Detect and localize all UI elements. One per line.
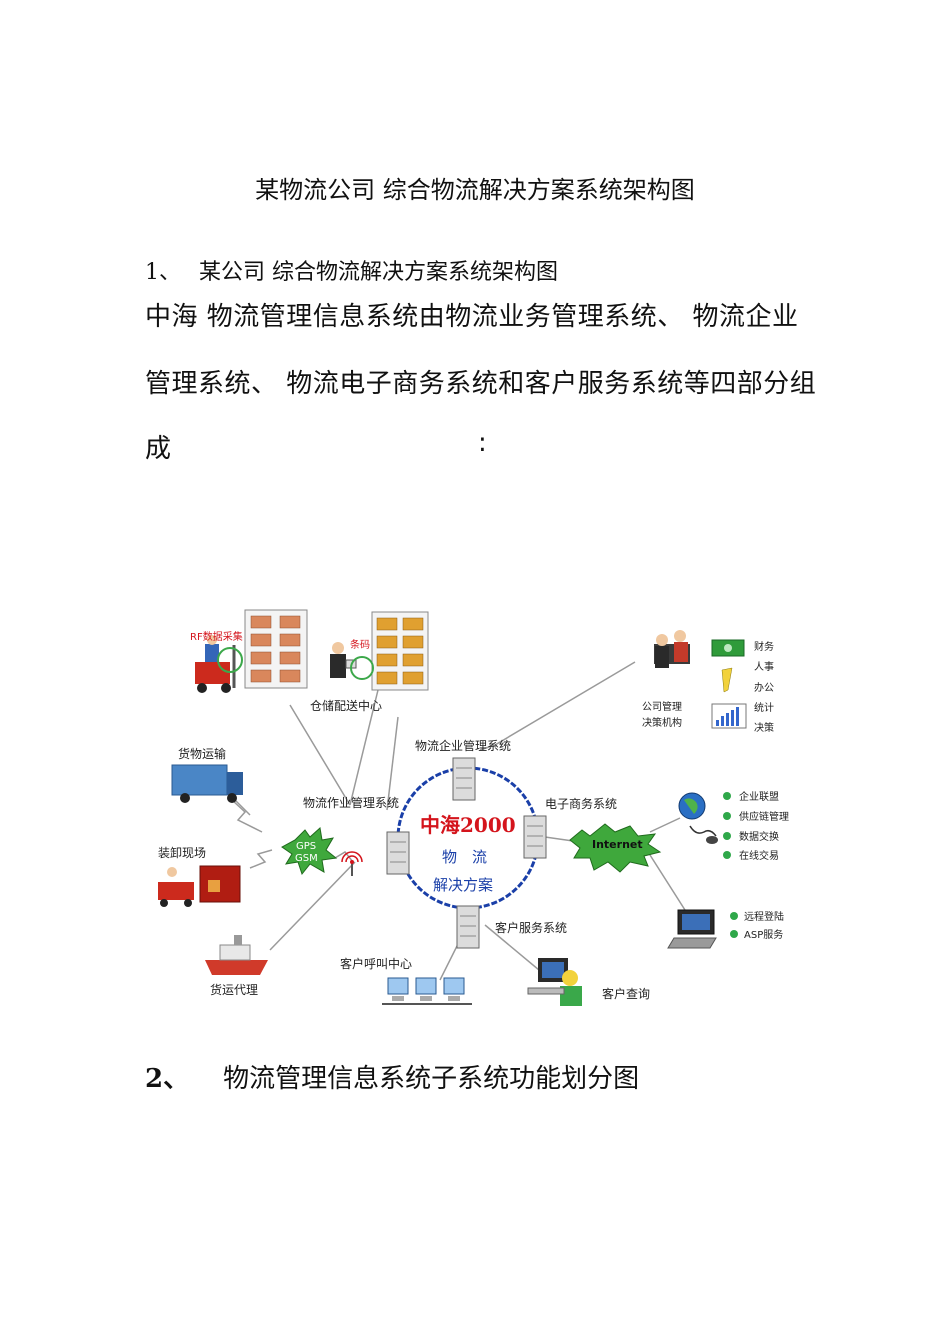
section-2-heading: 2、 物流管理信息系统子系统功能划分图	[145, 1058, 639, 1095]
globe-icon	[679, 793, 718, 844]
stats-chart-icon	[712, 704, 746, 728]
center-brand: 中海2000	[420, 813, 516, 837]
gps-label: GPS	[296, 841, 316, 852]
customer-query-label: 客户查询	[602, 986, 650, 1001]
loading-site-icon	[158, 866, 240, 907]
remote-item-asp: ASP服务	[744, 928, 783, 941]
laptop-icon	[668, 910, 716, 948]
remote-item-login: 远程登陆	[744, 910, 784, 923]
section-2-number: 2、	[145, 1064, 189, 1094]
server-operations-icon	[387, 832, 409, 874]
line-internet-globe	[650, 818, 680, 832]
loading-site-label: 装卸现场	[158, 845, 206, 860]
freight-agent-label: 货运代理	[210, 982, 258, 997]
ecommerce-item-online-trade: 在线交易	[739, 849, 779, 862]
warehouse-shelf-left	[245, 610, 307, 688]
internet-label: Internet	[592, 838, 643, 851]
line-internet-laptop	[650, 855, 685, 910]
company-mgmt-label-1: 公司管理	[642, 700, 682, 713]
ecommerce-item-supply-chain: 供应链管理	[739, 810, 789, 823]
line-warehouse-left	[290, 705, 350, 805]
ecommerce-item-alliance: 企业联盟	[739, 790, 779, 803]
company-mgmt-label-2: 决策机构	[642, 716, 682, 729]
mgmt-item-decision: 决策	[754, 721, 774, 734]
ecommerce-label: 电子商务系统	[545, 796, 617, 811]
paragraph-line-1: 中海 物流管理信息系统由物流业务管理系统、 物流企业	[145, 296, 799, 333]
cargo-transport-label: 货物运输	[178, 746, 226, 761]
line-company-mgmt	[495, 662, 635, 745]
call-center-icon	[382, 978, 472, 1004]
call-center-label: 客户呼叫中心	[340, 956, 412, 971]
cargo-ship-icon	[205, 935, 268, 975]
system-architecture-diagram: RF数据采集 条码 仓储配送中心 公司管理 决策机构	[150, 600, 810, 1030]
ecommerce-item-data-exchange: 数据交换	[739, 830, 779, 843]
document-title: 某物流公司 综合物流解决方案系统架构图	[0, 170, 950, 205]
mgmt-item-office: 办公	[754, 681, 774, 694]
center-line-1: 物 流	[442, 848, 487, 866]
customer-query-icon	[528, 958, 582, 1006]
paragraph-line-2: 管理系统、 物流电子商务系统和客户服务系统等四部分组	[145, 363, 816, 400]
mgmt-item-hr: 人事	[754, 660, 774, 673]
section-1-number: 1、	[145, 260, 181, 285]
server-ecommerce-icon	[524, 816, 546, 858]
center-line-2: 解决方案	[433, 876, 493, 894]
finance-icon	[712, 640, 744, 656]
warehouse-shelf-right	[372, 612, 428, 690]
server-enterprise-icon	[453, 758, 475, 800]
server-customer-service-icon	[457, 906, 479, 948]
paragraph-colon: :	[478, 428, 487, 458]
paragraph-line-3: 成	[145, 428, 172, 465]
rf-label: RF数据采集	[190, 630, 243, 643]
zigzag-truck	[232, 800, 262, 832]
gsm-label: GSM	[295, 853, 318, 864]
line-freight-agent	[270, 862, 355, 950]
barcode-label: 条码	[350, 638, 370, 651]
remote-bullets	[730, 912, 738, 938]
enterprise-mgmt-label: 物流企业管理系统	[415, 738, 511, 753]
management-people-icon	[654, 630, 690, 668]
section-1-title: 某公司 综合物流解决方案系统架构图	[199, 260, 558, 285]
customer-service-label: 客户服务系统	[495, 920, 567, 935]
ecommerce-bullets	[723, 792, 731, 859]
forklift-rf-icon	[195, 635, 242, 693]
operations-mgmt-label: 物流作业管理系统	[303, 795, 399, 810]
warehouse-label: 仓储配送中心	[310, 698, 382, 713]
mgmt-item-statistics: 统计	[754, 701, 774, 714]
zigzag-forklift	[250, 850, 272, 868]
pencil-icon	[722, 668, 732, 692]
mgmt-item-finance: 财务	[754, 640, 774, 653]
section-2-title: 物流管理信息系统子系统功能划分图	[223, 1064, 639, 1094]
section-1-heading: 1、某公司 综合物流解决方案系统架构图	[145, 254, 558, 286]
truck-icon	[172, 765, 243, 803]
